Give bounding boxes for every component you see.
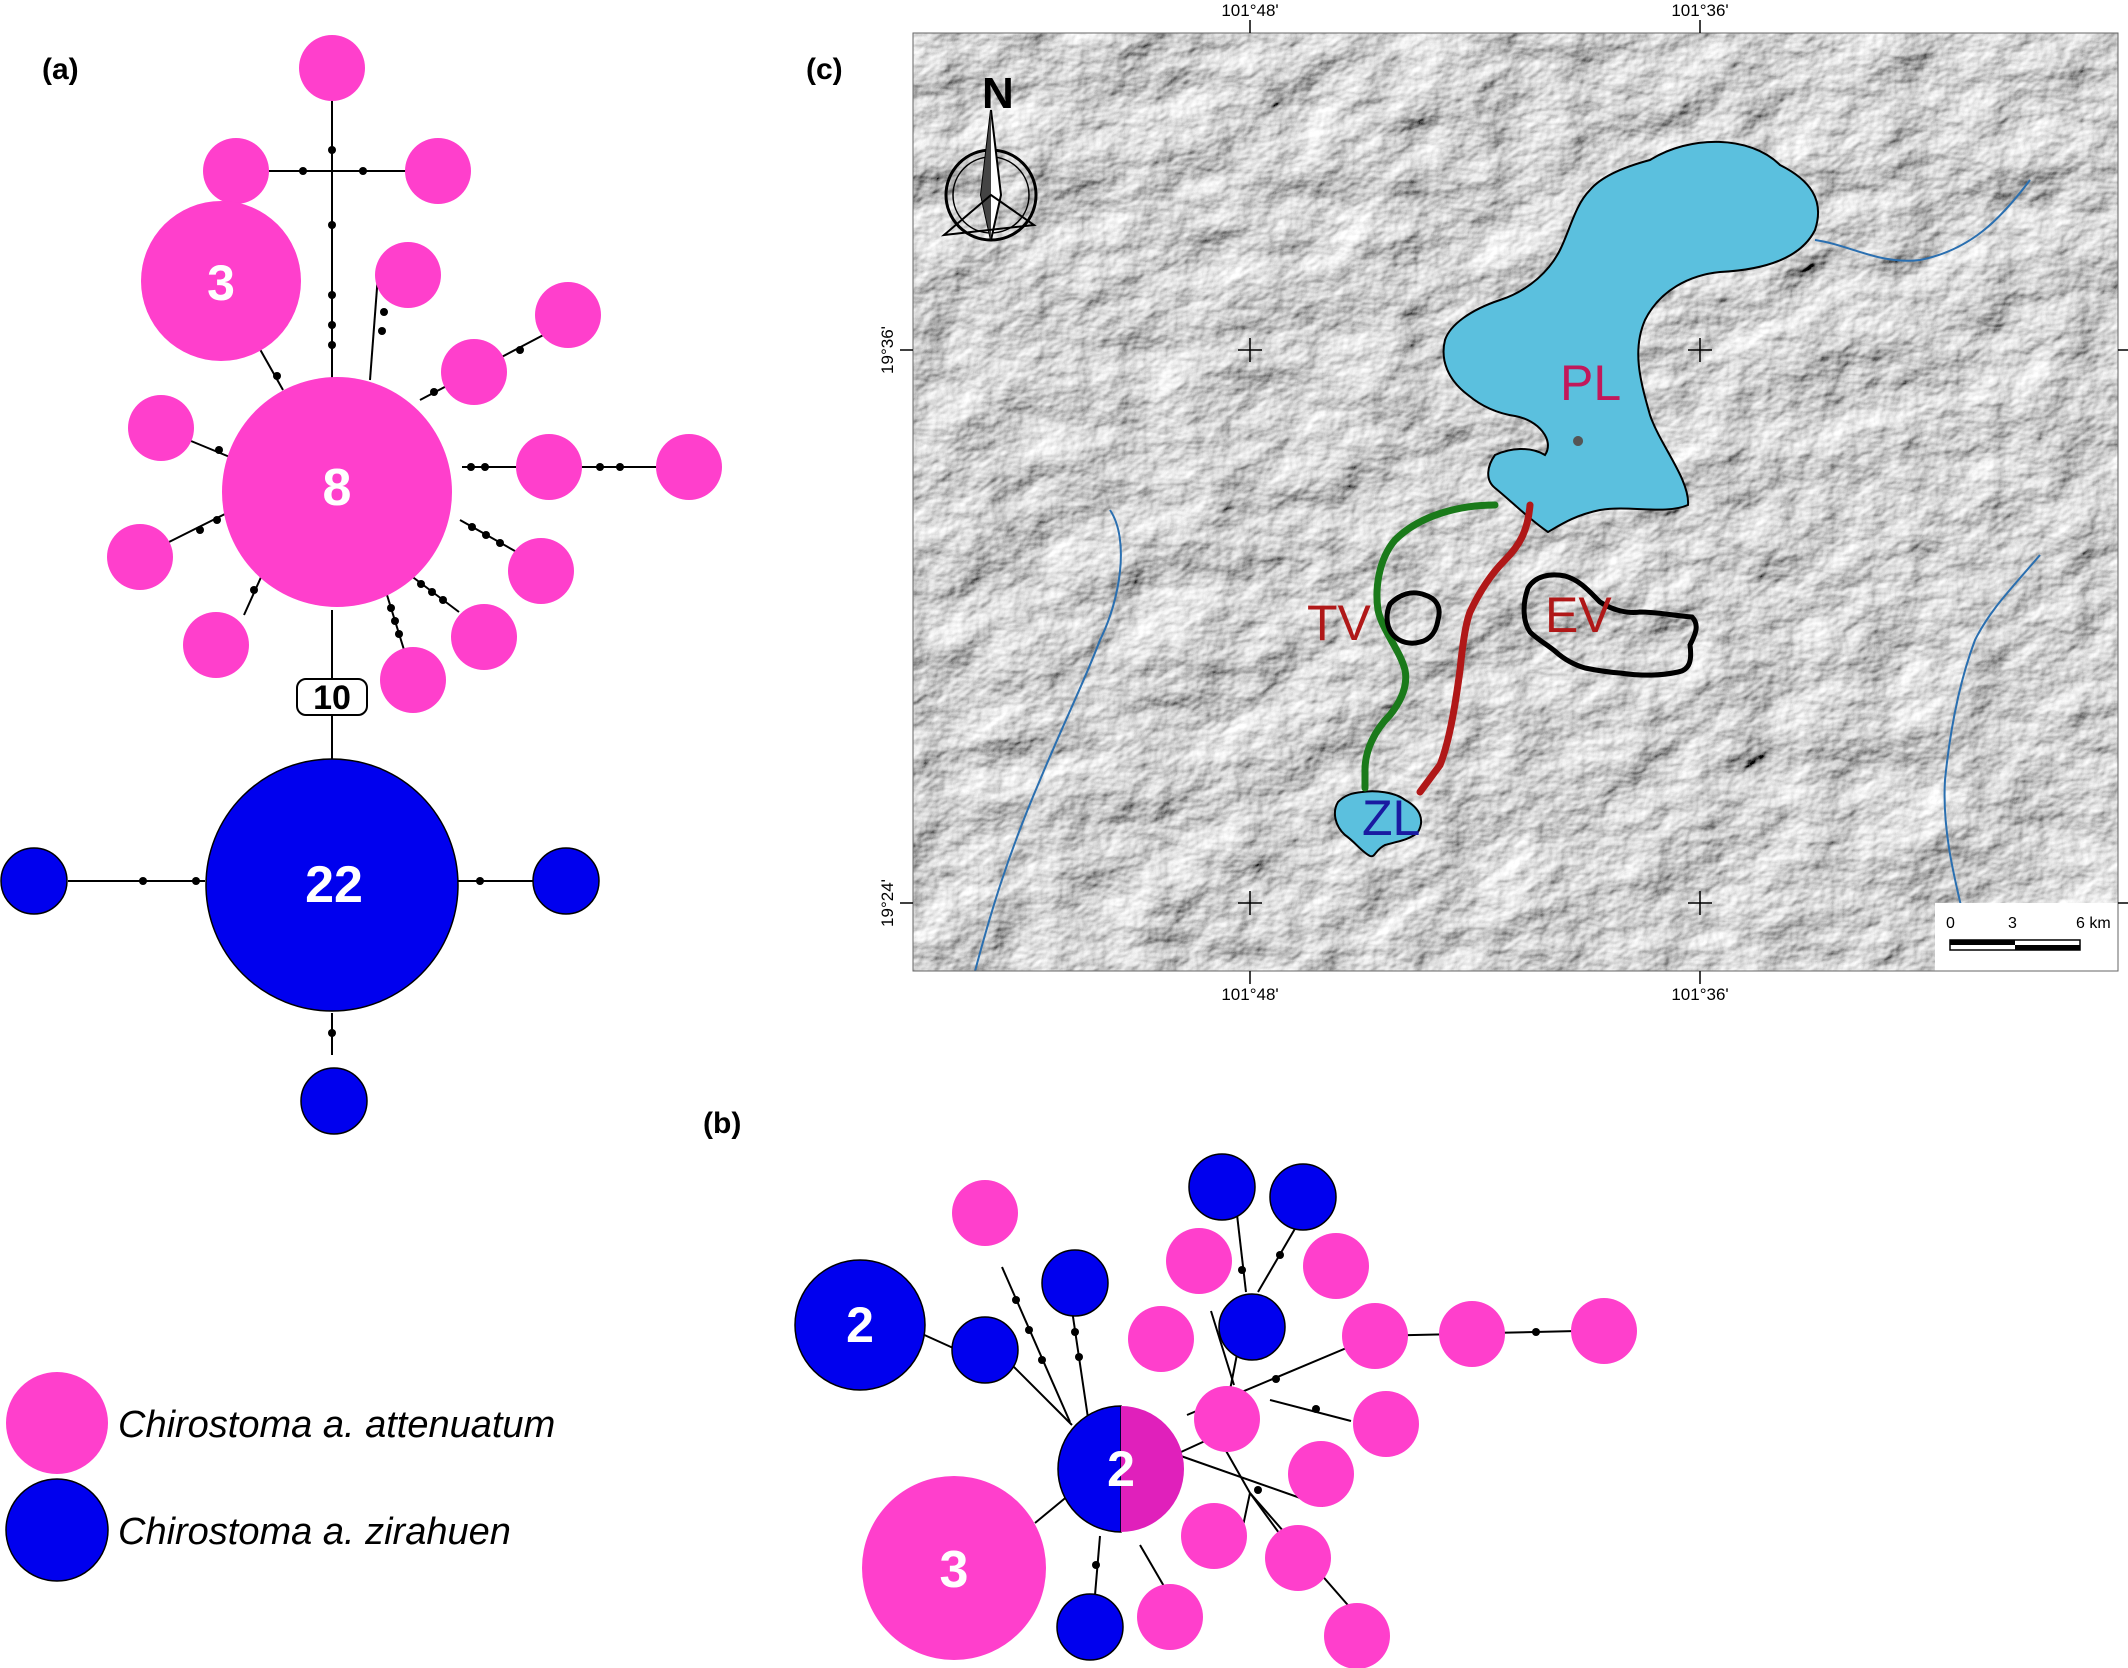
haplotype-node: [1269, 1163, 1337, 1231]
haplotype-node: [1137, 1584, 1203, 1650]
panel-a: (a): [0, 35, 722, 1135]
haplotype-node: [375, 242, 441, 308]
haplotype-node: [1303, 1233, 1369, 1299]
north-label: N: [982, 69, 1014, 118]
haplotype-node: [951, 1316, 1019, 1384]
legend-swatch-attenuatum: [6, 1372, 108, 1474]
haplotype-node: [107, 524, 173, 590]
site-label-ev: EV: [1545, 587, 1612, 643]
legend-label-attenuatum: Chirostoma a. attenuatum: [118, 1404, 555, 1446]
coord-label-top-left: 101°48ʹ: [1221, 1, 1278, 20]
haplotype-node: [1188, 1153, 1256, 1221]
node-count-label: 3: [207, 255, 235, 311]
haplotype-node: [441, 339, 507, 405]
haplotype-node: [656, 434, 722, 500]
haplotype-node: [516, 434, 582, 500]
haplotype-node: [380, 647, 446, 713]
node-count-label: 8: [323, 459, 352, 517]
haplotype-node: [532, 847, 600, 915]
haplotype-node: [300, 1067, 368, 1135]
haplotype-node-large: [141, 201, 301, 361]
haplotype-node: [1041, 1249, 1109, 1317]
haplotype-node: [1288, 1441, 1354, 1507]
island-janitzio: [1573, 436, 1584, 446]
haplotype-node-central-attenuatum: [222, 377, 452, 607]
haplotype-node: [508, 538, 574, 604]
site-outline-ev: [1521, 572, 1699, 678]
haplotype-node: [1181, 1503, 1247, 1569]
network-b-blue-nodes: [951, 1153, 1337, 1661]
haplotype-node: [203, 138, 269, 204]
haplotype-node: [535, 282, 601, 348]
haplotype-node: [405, 138, 471, 204]
node-count-label: 2: [846, 1297, 874, 1353]
haplotype-node: [1194, 1386, 1260, 1452]
panel-label-b: (b): [703, 1107, 741, 1140]
node-count-label: 2: [1107, 1441, 1135, 1497]
lake-zirahuen: [1333, 790, 1423, 858]
panel-b: (b): [703, 1107, 1637, 1668]
mutation-count-label: 10: [313, 679, 351, 717]
coord-label-bottom-left: 101°48ʹ: [1221, 985, 1278, 1004]
node-count-label: 22: [305, 856, 363, 914]
node-count-label: 3: [940, 1541, 969, 1599]
network-a-pink-nodes: [107, 35, 722, 713]
panel-label-c: (c): [806, 53, 843, 86]
coord-label-bottom-right: 101°36ʹ: [1671, 985, 1728, 1004]
panel-label-a: (a): [42, 53, 79, 86]
map-ticks: [900, 20, 2128, 984]
haplotype-node: [1324, 1603, 1390, 1668]
haplotype-node-shared: [1057, 1405, 1184, 1533]
north-arrow-icon: [940, 109, 1038, 242]
haplotype-node: [1353, 1391, 1419, 1457]
map-frame: PL TV EV ZL: [913, 33, 2118, 971]
haplotype-node: [128, 395, 194, 461]
network-b-pink-nodes: [952, 1180, 1637, 1668]
haplotype-node: [183, 612, 249, 678]
haplotype-node: [451, 604, 517, 670]
scale-label-mid: 3: [2008, 915, 2017, 932]
haplotype-node: [1166, 1228, 1232, 1294]
haplotype-node: [299, 35, 365, 101]
haplotype-node: [0, 847, 68, 915]
haplotype-node: [1265, 1525, 1331, 1591]
haplotype-node: [952, 1180, 1018, 1246]
panel-c: (c) PL TV EV ZL: [806, 1, 2128, 1004]
haplotype-node-large: [794, 1259, 926, 1391]
haplotype-node-central-zirahuen: [205, 758, 459, 1012]
haplotype-node: [1056, 1593, 1124, 1661]
coord-label-left-upper: 19°36ʹ: [878, 326, 897, 374]
coord-label-top-right: 101°36ʹ: [1671, 1, 1728, 20]
scale-label-end: 6 km: [2076, 915, 2111, 932]
mutation-count-box: 10: [296, 678, 368, 717]
site-label-tv: TV: [1307, 595, 1372, 651]
scale-bar: [1935, 903, 2118, 971]
site-outline-tv: [1384, 590, 1442, 646]
route-green: [1361, 501, 1499, 792]
network-a-blue-nodes: [0, 847, 600, 1135]
legend-label-zirahuen: Chirostoma a. zirahuen: [118, 1511, 511, 1553]
legend-swatch-zirahuen: [5, 1478, 109, 1582]
coord-label-left-lower: 19°24ʹ: [878, 879, 897, 927]
haplotype-node: [1571, 1298, 1637, 1364]
network-b-mutation-dots: [1012, 1251, 1540, 1569]
site-label-pl: PL: [1560, 355, 1621, 411]
legend: Chirostoma a. attenuatum Chirostoma a. z…: [5, 1372, 555, 1582]
grid-crosshairs: [1238, 338, 1712, 915]
haplotype-node: [1128, 1306, 1194, 1372]
haplotype-node-large: [862, 1476, 1046, 1660]
route-red: [1416, 501, 1534, 796]
site-label-zl: ZL: [1362, 790, 1420, 846]
haplotype-node: [1439, 1301, 1505, 1367]
haplotype-node: [1342, 1303, 1408, 1369]
scale-label-zero: 0: [1946, 915, 1955, 932]
haplotype-node: [1218, 1293, 1286, 1361]
